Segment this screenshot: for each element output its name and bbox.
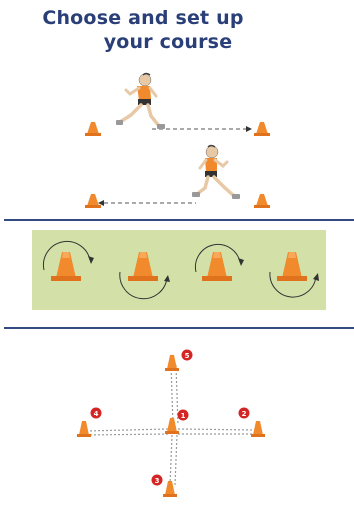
cone-icon [165, 355, 179, 371]
cone-icon [77, 421, 91, 437]
number-marker-icon: 2 [239, 408, 250, 419]
cone-icon [277, 252, 307, 281]
number-marker-icon: 1 [178, 410, 189, 421]
cone-icon [254, 194, 270, 208]
cone-icon [165, 418, 179, 434]
cone-icon [254, 122, 270, 136]
section-divider-bottom [4, 327, 354, 329]
cone-icon [85, 122, 101, 136]
marker-4: 4 [94, 410, 99, 418]
running-drill-diagram [0, 0, 354, 215]
marker-1: 1 [181, 412, 186, 420]
cone-icon [51, 252, 81, 281]
marker-5: 5 [185, 352, 190, 360]
marker-3: 3 [155, 477, 160, 485]
cone-rotation-diagram [0, 220, 354, 330]
cone-icon [251, 421, 265, 437]
runner-icon [192, 146, 240, 200]
runner-icon [116, 74, 165, 130]
cone-icon [202, 252, 232, 281]
cone-icon [128, 252, 158, 281]
number-marker-icon: 4 [91, 408, 102, 419]
number-marker-icon: 5 [182, 350, 193, 361]
cone-icon [85, 194, 101, 208]
number-marker-icon: 3 [152, 475, 163, 486]
star-drill-diagram: 5 4 1 2 3 [0, 335, 354, 505]
marker-2: 2 [242, 410, 247, 418]
